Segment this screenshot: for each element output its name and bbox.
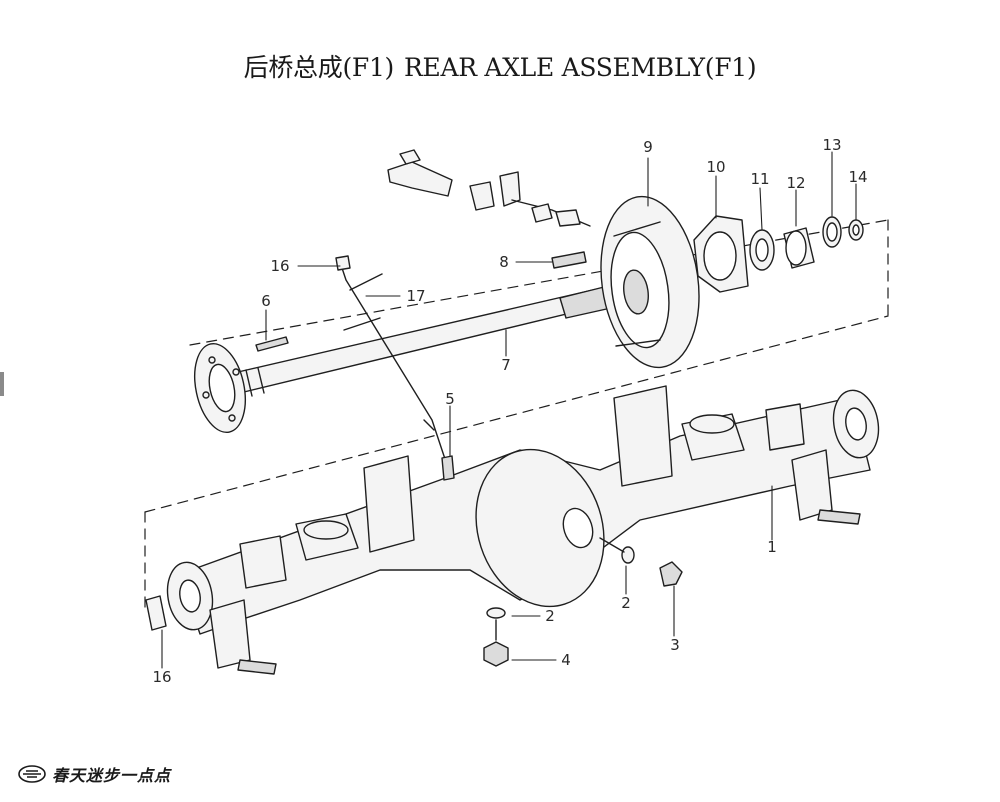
callout-2-filler: 2 (621, 594, 631, 612)
bus-logo-icon (18, 765, 46, 783)
callout-12: 12 (786, 174, 805, 192)
callout-2-drain: 2 (545, 607, 555, 625)
callout-9: 9 (643, 138, 653, 156)
breather-plug (441, 455, 455, 481)
bearing-set (749, 216, 864, 271)
callout-17: 17 (406, 287, 425, 305)
callout-5: 5 (445, 390, 455, 408)
assembly-boundary (144, 219, 889, 613)
callout-11: 11 (750, 170, 769, 188)
callout-1: 1 (767, 538, 777, 556)
callout-4: 4 (561, 651, 571, 669)
edge-marker (0, 372, 4, 396)
callout-16-top: 16 (270, 257, 289, 275)
brake-backing-plate (600, 195, 700, 369)
brake-plate-bolt (551, 251, 587, 269)
callout-7: 7 (501, 356, 511, 374)
wheel-stud (255, 336, 289, 352)
callout-14: 14 (848, 168, 867, 186)
axle-shaft (194, 284, 621, 433)
callout-3: 3 (670, 636, 680, 654)
bearing-retainer (693, 215, 749, 293)
title-chinese: 后桥总成(F1) (243, 53, 395, 82)
callout-labels: 9 10 11 12 13 14 16 17 8 6 7 5 1 2 2 3 4… (152, 136, 867, 686)
leader-lines (161, 151, 857, 669)
axle-housing (145, 385, 880, 675)
callout-6: 6 (261, 292, 271, 310)
brand-logo: 春天迷步一点点 (18, 760, 171, 788)
brake-bracket (387, 149, 591, 227)
callout-8: 8 (499, 253, 509, 271)
page-title: 后桥总成(F1) REAR AXLE ASSEMBLY(F1) (0, 48, 1000, 84)
plugs-and-washers (483, 537, 683, 667)
callout-13: 13 (822, 136, 841, 154)
logo-text: 春天迷步一点点 (52, 766, 172, 785)
callout-10: 10 (706, 158, 725, 176)
title-english: REAR AXLE ASSEMBLY(F1) (404, 53, 757, 82)
callout-16-bottom: 16 (152, 668, 171, 686)
